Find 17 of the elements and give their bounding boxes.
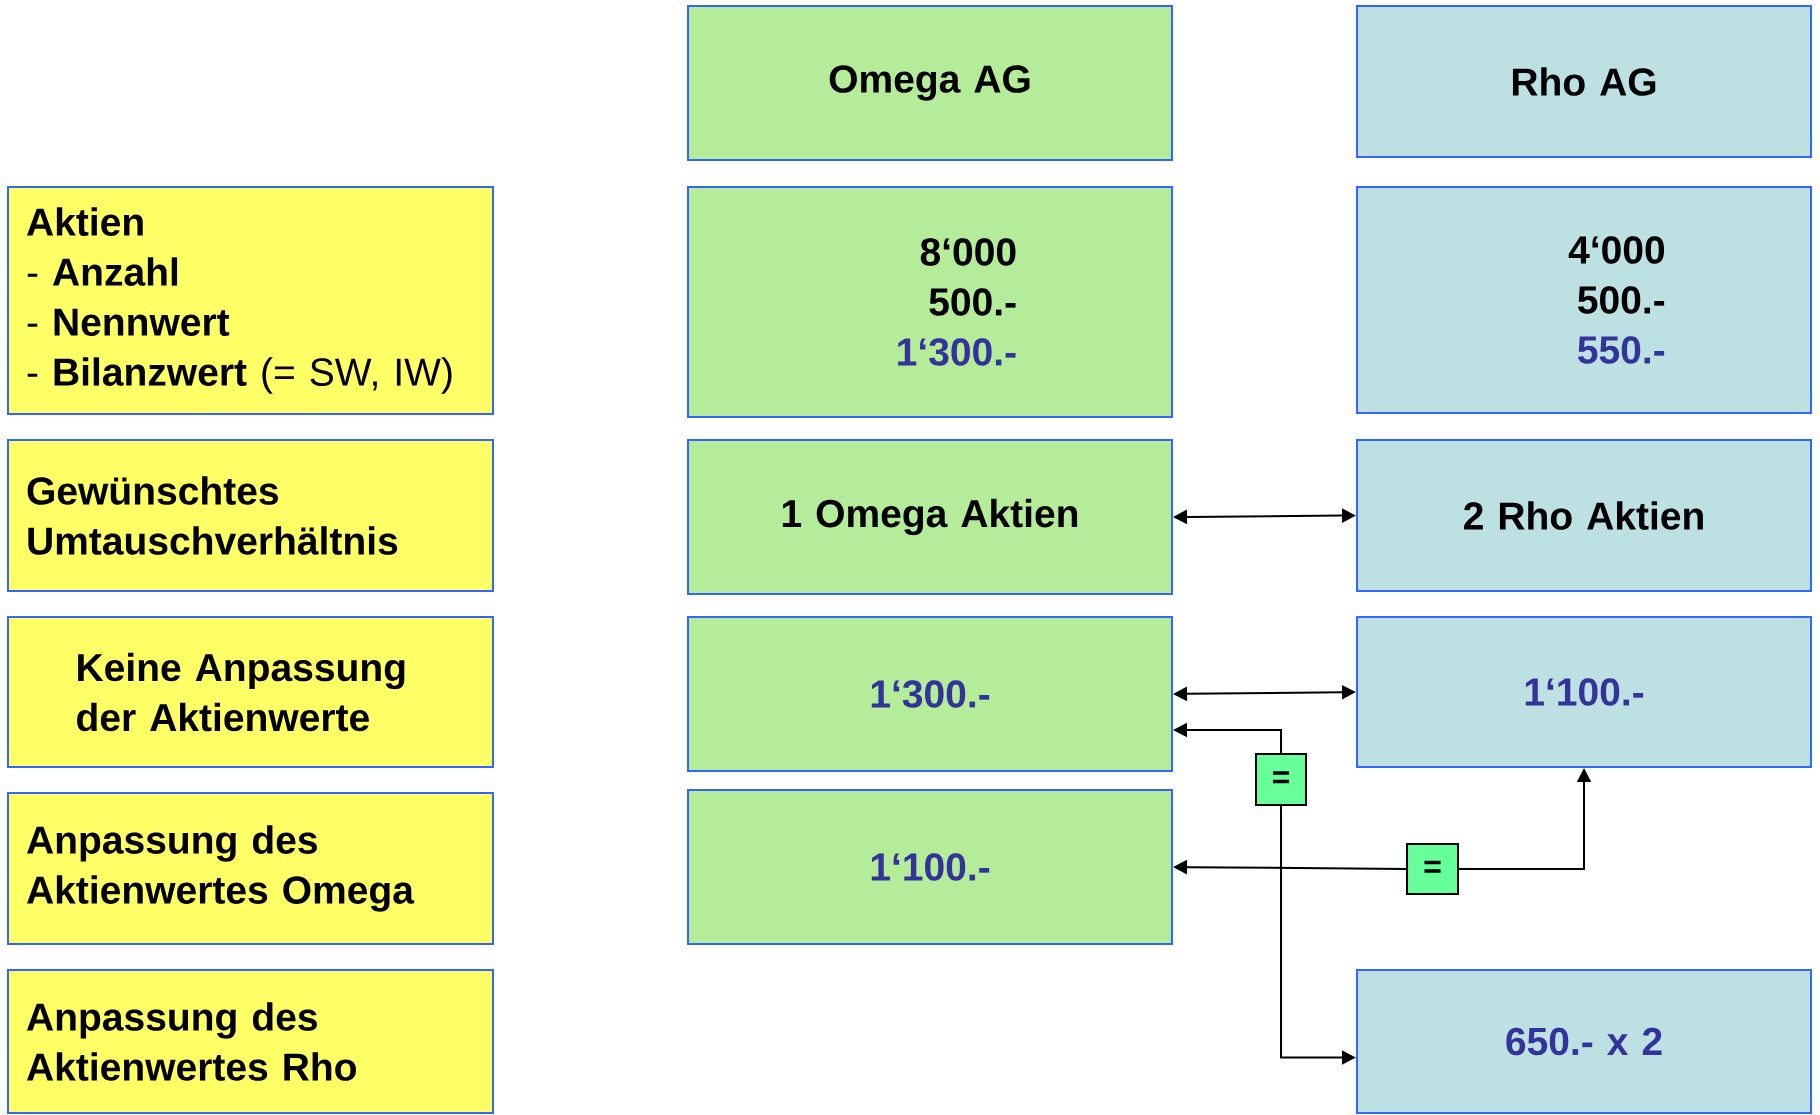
value-box: 1‘300.- <box>687 616 1173 772</box>
value-box: 650.- x 2 <box>1356 969 1812 1114</box>
label-box: Gewünschtes Umtauschverhältnis <box>7 439 494 592</box>
label-box: Anpassung des Aktienwertes Omega <box>7 792 494 945</box>
value-box: 1‘100.- <box>1356 616 1812 768</box>
value-box: 1 Omega Aktien <box>687 439 1173 595</box>
label-box: Aktien - Anzahl - Nennwert - Bilanzwert (= SW, IW) <box>7 186 494 415</box>
equals-box: = <box>1406 843 1459 895</box>
header-box: Omega AG <box>687 5 1173 161</box>
header-box: Rho AG <box>1356 5 1812 158</box>
label-box: Anpassung des Aktienwertes Rho <box>7 969 494 1114</box>
value-box: 8‘000 500.- 1‘300.- <box>687 186 1173 418</box>
value-box: 2 Rho Aktien <box>1356 439 1812 592</box>
label-box: Keine Anpassung der Aktienwerte <box>7 616 494 768</box>
value-box: 1‘100.- <box>687 789 1173 945</box>
value-box: 4‘000 500.- 550.- <box>1356 186 1812 414</box>
equals-box: = <box>1255 753 1307 806</box>
